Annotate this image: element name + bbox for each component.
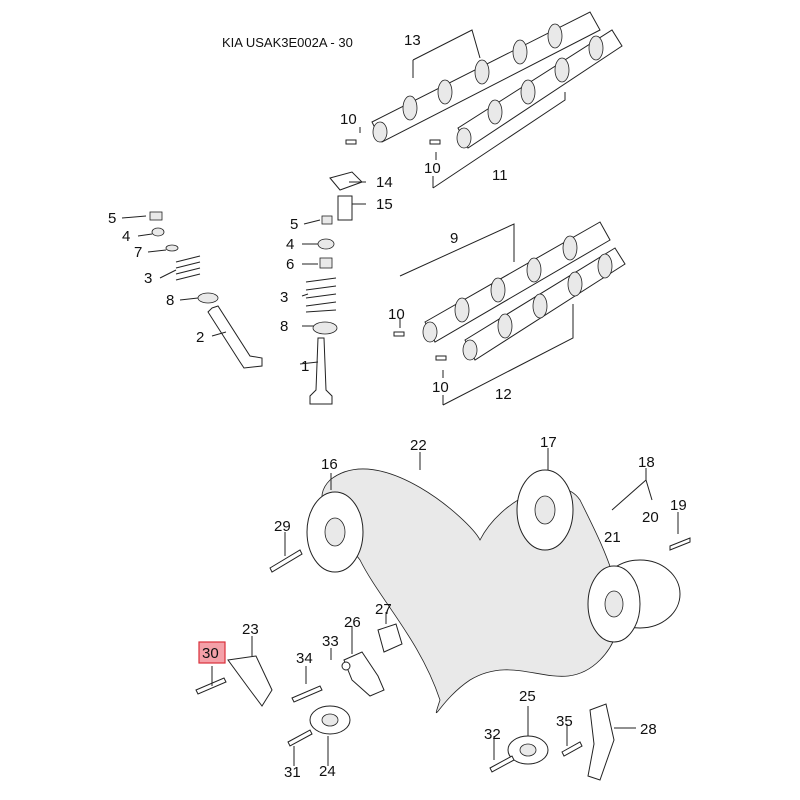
callout-labels: 1 2 3 3 4 4 5 5 6 7 8 8 9 10 10 10 10 11… bbox=[108, 32, 687, 781]
callout-10d: 10 bbox=[432, 379, 449, 396]
callout-23: 23 bbox=[242, 621, 259, 638]
callout-8a: 8 bbox=[166, 292, 174, 309]
callout-10a: 10 bbox=[340, 111, 357, 128]
callout-27: 27 bbox=[375, 601, 392, 618]
callout-26: 26 bbox=[344, 614, 361, 631]
callout-24: 24 bbox=[319, 763, 336, 780]
callout-25: 25 bbox=[519, 688, 536, 705]
cvvt-assembly-18 bbox=[587, 559, 681, 643]
camshaft-upper-left-13 bbox=[371, 11, 601, 143]
hydraulic-lash-adjuster-15 bbox=[337, 195, 353, 221]
callout-5b: 5 bbox=[290, 216, 298, 233]
callout-10c: 10 bbox=[388, 306, 405, 323]
bolt-19 bbox=[669, 537, 691, 551]
callout-12: 12 bbox=[495, 386, 512, 403]
bracket-11 bbox=[432, 92, 566, 189]
callout-13: 13 bbox=[404, 32, 421, 49]
callout-5a: 5 bbox=[108, 210, 116, 227]
callout-21: 21 bbox=[604, 529, 621, 546]
tensioner-arm-26 bbox=[343, 651, 385, 697]
callout-1: 1 bbox=[301, 358, 309, 375]
callout-6: 6 bbox=[286, 256, 294, 273]
callout-8b: 8 bbox=[280, 318, 288, 335]
tensioner-spring-23 bbox=[227, 655, 273, 707]
camshaft-sprocket-16 bbox=[306, 491, 364, 573]
callout-22: 22 bbox=[410, 437, 427, 454]
bracket-12 bbox=[442, 304, 574, 406]
leader-lines bbox=[121, 127, 679, 766]
callout-17: 17 bbox=[540, 434, 557, 451]
bracket-9 bbox=[399, 223, 515, 277]
callout-4a: 4 bbox=[122, 228, 130, 245]
bolt-icon bbox=[195, 549, 583, 773]
camshaft-lower-right-12 bbox=[462, 247, 626, 361]
valve-intake-1 bbox=[309, 337, 333, 405]
callout-35: 35 bbox=[556, 713, 573, 730]
rocker-arm-14 bbox=[329, 171, 363, 191]
callout-4b: 4 bbox=[286, 236, 294, 253]
valve-exhaust-2 bbox=[207, 305, 263, 369]
callout-2: 2 bbox=[196, 329, 204, 346]
callout-29: 29 bbox=[274, 518, 291, 535]
callout-3a: 3 bbox=[144, 270, 152, 287]
diagram-title: KIA USAK3E002A - 30 bbox=[222, 35, 353, 50]
tensioner-pulley-24 bbox=[309, 705, 351, 735]
camshaft-lower-left-9 bbox=[422, 221, 611, 343]
highlight-box-30 bbox=[198, 641, 226, 664]
callout-31: 31 bbox=[284, 764, 301, 781]
bracket-13 bbox=[412, 29, 481, 78]
callout-15: 15 bbox=[376, 196, 393, 213]
callout-33: 33 bbox=[322, 633, 339, 650]
callout-32: 32 bbox=[484, 726, 501, 743]
bracket-28 bbox=[587, 703, 615, 781]
retainers-keys bbox=[149, 211, 335, 269]
camshaft-upper-right-11 bbox=[456, 29, 623, 149]
valve-springs bbox=[175, 255, 337, 313]
callout-28: 28 bbox=[640, 721, 657, 738]
callout-18: 18 bbox=[638, 454, 655, 471]
callout-10b: 10 bbox=[424, 160, 441, 177]
callout-7: 7 bbox=[134, 244, 142, 261]
callout-3b: 3 bbox=[280, 289, 288, 306]
callout-14: 14 bbox=[376, 174, 393, 191]
camshaft-sprocket-17 bbox=[516, 469, 574, 551]
callout-9: 9 bbox=[450, 230, 458, 247]
callout-20: 20 bbox=[642, 509, 659, 526]
callout-30: 30 bbox=[202, 645, 219, 662]
callout-16: 16 bbox=[321, 456, 338, 473]
idler-pulley-25 bbox=[507, 735, 549, 765]
pulley-shaft-27 bbox=[377, 623, 403, 653]
callout-19: 19 bbox=[670, 497, 687, 514]
dowel-pin-icon bbox=[345, 139, 447, 361]
callout-11: 11 bbox=[492, 167, 508, 184]
callout-34: 34 bbox=[296, 650, 313, 667]
